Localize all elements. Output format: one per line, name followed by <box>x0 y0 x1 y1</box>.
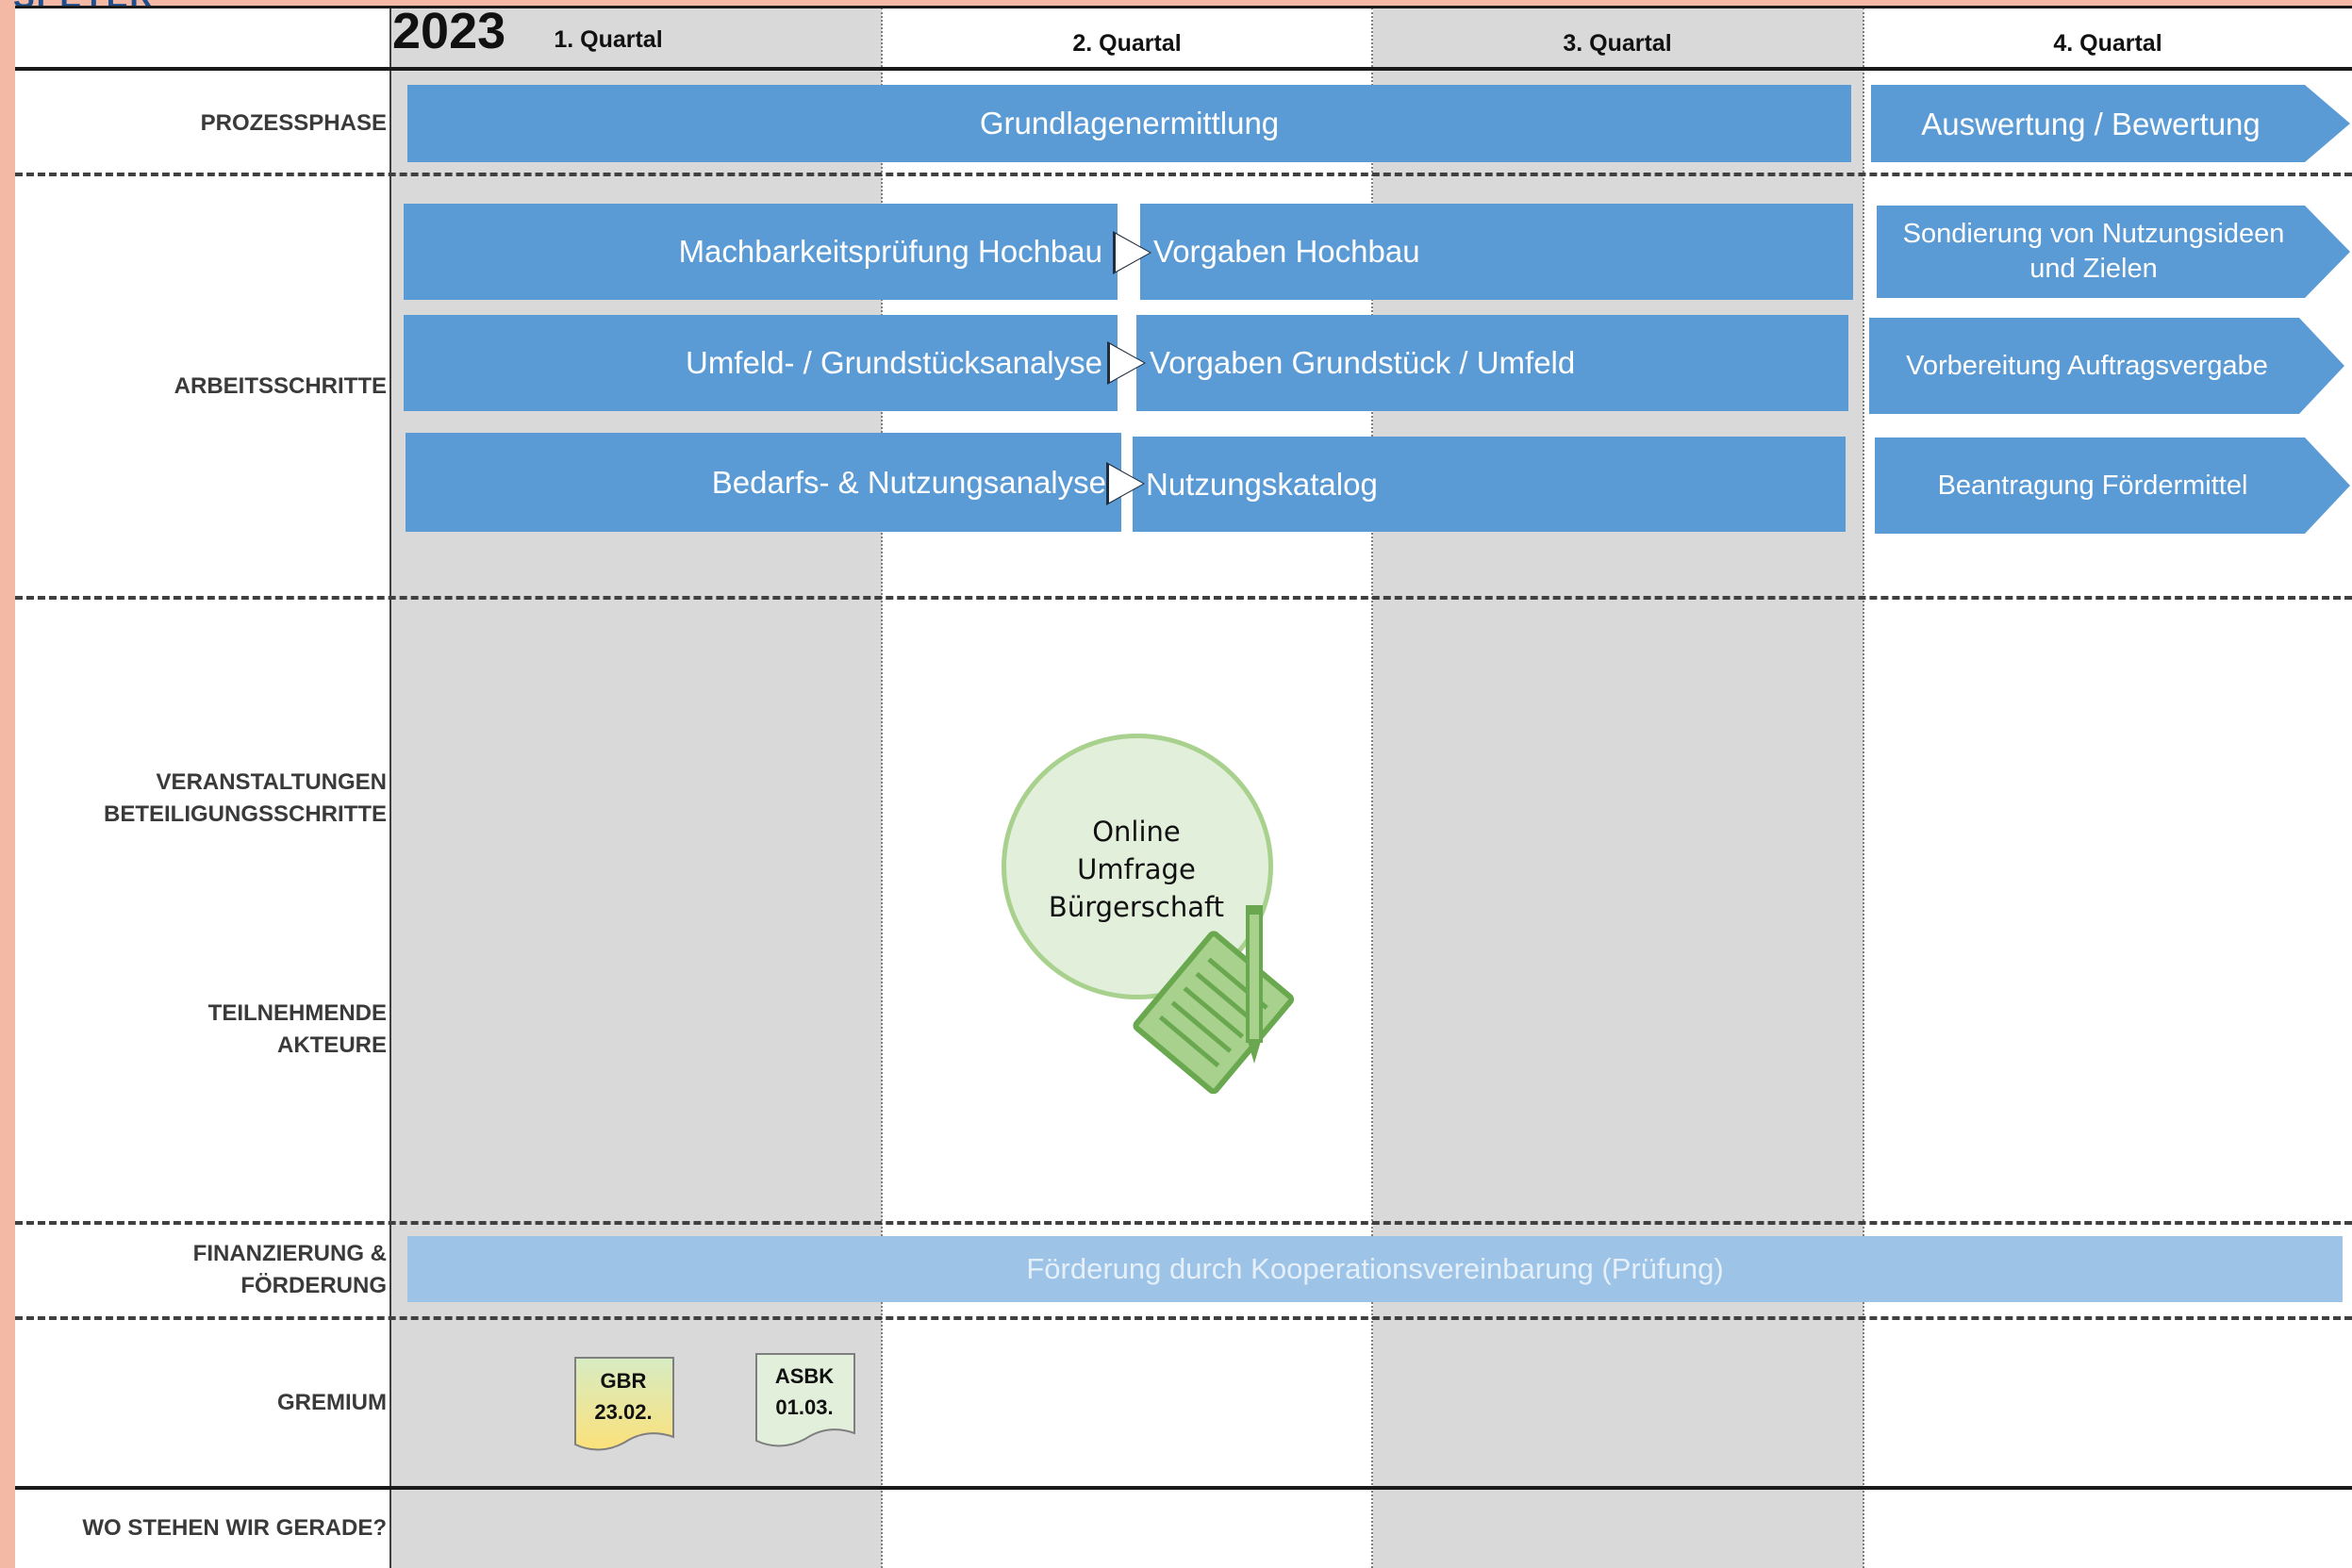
quarter-label-4: 4. Quartal <box>2053 30 2162 57</box>
step-nutzungskatalog: Nutzungskatalog <box>1133 437 1846 532</box>
event-line-1: Online <box>1092 816 1181 848</box>
row-label-teilnehmende-line1: TEILNEHMENDE <box>207 1000 387 1026</box>
step-vorbereitung-arrow: Vorbereitung Auftragsvergabe <box>1869 318 2344 414</box>
q2-q3-divider <box>1371 8 1373 1568</box>
flow-arrow-3 <box>1109 465 1143 503</box>
row-label-veranstaltungen-line1: VERANSTALTUNGEN <box>156 769 387 795</box>
top-margin-strip <box>0 0 2352 6</box>
flow-arrow-1 <box>1116 234 1150 272</box>
row-divider-veranstaltungen <box>15 1221 2352 1225</box>
label-column-divider <box>389 8 391 1568</box>
quarter-label-1: 1. Quartal <box>554 26 663 53</box>
step-machbarkeitspruefung: Machbarkeitsprüfung Hochbau <box>404 204 1118 300</box>
event-line-2: Umfrage <box>1077 853 1196 885</box>
step-bedarfs-nutzungsanalyse: Bedarfs- & Nutzungsanalyse <box>406 433 1121 532</box>
gremium-asbk-date: 01.03. <box>775 1395 834 1419</box>
row-label-prozessphase: PROZESSPHASE <box>200 110 387 136</box>
flow-arrow-2 <box>1110 344 1144 382</box>
row-divider-prozess <box>15 173 2352 176</box>
left-margin-strip <box>0 0 15 1568</box>
header-divider <box>15 67 2352 71</box>
row-label-finanzierung: FINANZIERUNG & FÖRDERUNG <box>193 1238 387 1302</box>
gremium-gbr-date: 23.02. <box>594 1400 653 1424</box>
step-vorgaben-grundstueck-umfeld: Vorgaben Grundstück / Umfeld <box>1136 315 1848 411</box>
step-umfeld-grundstuecksanalyse: Umfeld- / Grundstücksanalyse <box>404 315 1118 411</box>
row-label-gremium: GREMIUM <box>277 1390 387 1415</box>
finanzierung-bar: Förderung durch Kooperationsvereinbarung… <box>407 1236 2343 1302</box>
phase-grundlagenermittlung: Grundlagenermittlung <box>407 85 1851 162</box>
row-label-finanzierung-line2: FÖRDERUNG <box>240 1273 387 1298</box>
top-border <box>15 6 2352 8</box>
quarter-label-2: 2. Quartal <box>1072 30 1182 57</box>
row-label-arbeitsschritte: ARBEITSSCHRITTE <box>174 373 387 399</box>
row-label-teilnehmende: TEILNEHMENDE AKTEURE <box>208 998 387 1062</box>
gremium-note-asbk: ASBK 01.03. <box>753 1361 856 1423</box>
year-label: 2023 <box>392 3 506 59</box>
phase-auswertung-arrow: Auswertung / Bewertung <box>1871 85 2350 162</box>
row-label-teilnehmende-line2: AKTEURE <box>276 1032 387 1058</box>
row-label-wo-stehen: WO STEHEN WIR GERADE? <box>82 1515 387 1541</box>
step-vorgaben-hochbau: Vorgaben Hochbau <box>1140 204 1853 300</box>
event-line-3: Bürgerschaft <box>1048 891 1225 923</box>
gremium-gbr-name: GBR <box>600 1369 647 1393</box>
row-label-veranstaltungen: VERANSTALTUNGEN BETEILIGUNGSSCHRITTE <box>104 767 387 831</box>
row-label-veranstaltungen-line2: BETEILIGUNGSSCHRITTE <box>103 801 387 827</box>
gremium-asbk-name: ASBK <box>774 1364 835 1388</box>
quarter-label-3: 3. Quartal <box>1563 30 1672 57</box>
gremium-note-asbk-shape <box>755 1353 855 1447</box>
row-divider-finanzierung <box>15 1316 2352 1320</box>
row-label-finanzierung-line1: FINANZIERUNG & <box>192 1241 387 1266</box>
q3-q4-divider <box>1863 8 1864 1568</box>
survey-document-pen-icon <box>1133 905 1295 1094</box>
row-divider-gremium <box>15 1486 2352 1490</box>
gremium-note-gbr: GBR 23.02. <box>571 1365 675 1428</box>
q1-q2-divider <box>881 8 883 1568</box>
step-beantragung-arrow: Beantragung Fördermittel <box>1875 437 2350 534</box>
event-online-umfrage-text: Online Umfrage Bürgerschaft <box>1019 813 1254 926</box>
step-sondierung-arrow: Sondierung von Nutzungsideen und Zielen <box>1877 206 2350 298</box>
gremium-note-gbr-shape <box>574 1357 674 1451</box>
row-divider-arbeitsschritte <box>15 596 2352 600</box>
